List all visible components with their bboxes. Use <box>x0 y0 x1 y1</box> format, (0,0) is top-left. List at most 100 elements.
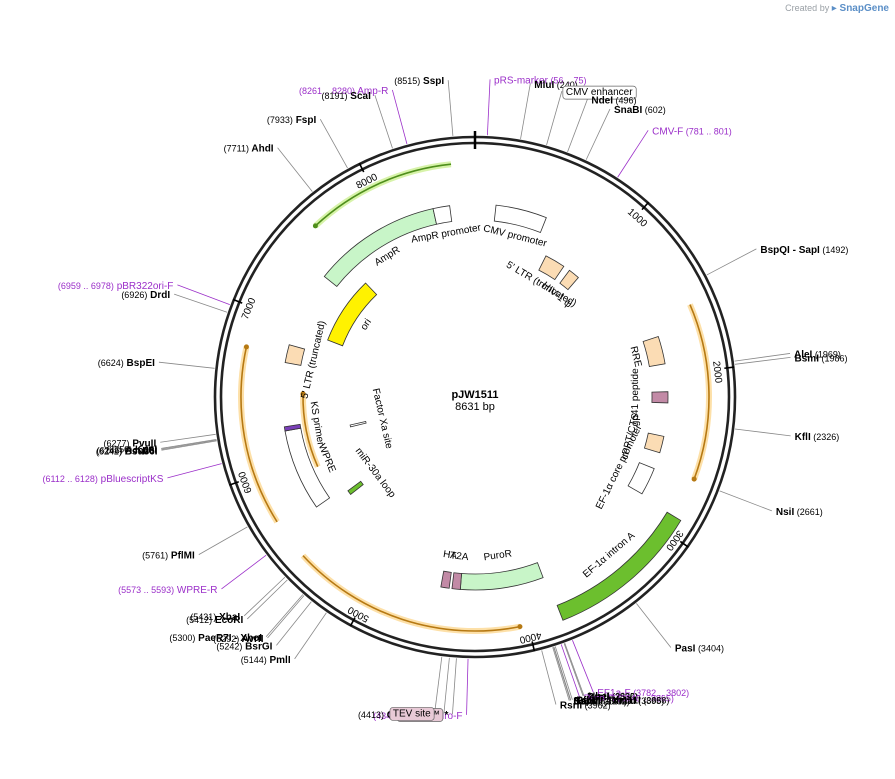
kfl-site-label[interactable]: KflI (2326) <box>795 432 840 443</box>
ahd-site-label[interactable]: (7711) AhdI <box>224 144 274 155</box>
orange2-arrowhead <box>517 624 523 630</box>
bsrgi-site-label[interactable]: (5242) BsrGI <box>216 641 272 652</box>
drdi-site-label[interactable]: (6926) DrdI <box>121 290 170 301</box>
sma-site-label[interactable]: SmaI (3897) <box>574 696 626 707</box>
ale-site-label[interactable]: AleI (1969) <box>794 349 841 360</box>
bsm-pos: (1986) <box>819 353 848 363</box>
nhe-name: NheI <box>588 692 610 703</box>
t2a-feature[interactable] <box>451 572 462 590</box>
wprer-site-label[interactable]: (5573 .. 5593) WPRE-R <box>118 585 217 596</box>
nhe-site-label[interactable]: NheI (3835) <box>588 692 638 703</box>
plasmid-name: pJW1511 <box>451 389 498 401</box>
bspqi-site-label[interactable]: BspQI - SapI (1492) <box>760 245 848 256</box>
prs-site-label[interactable]: pRS-marker (56 .. 75) <box>494 75 586 86</box>
tick-label: 4000 <box>518 629 543 645</box>
pas-site-label[interactable]: PasI (3404) <box>675 644 724 655</box>
acc65i-site-label[interactable]: (6246) Acc65I <box>97 445 158 456</box>
puror-range: (3846 .. 3865) <box>615 693 674 703</box>
nde-leader <box>567 99 588 153</box>
bsu36i-site-label[interactable]: (6242) Bsu36I <box>96 446 158 457</box>
cmvprom-feature[interactable] <box>493 204 547 234</box>
tev-site-label[interactable]: TEV site <box>393 708 431 719</box>
kpni-leader <box>161 438 217 449</box>
nde-site-label[interactable]: NdeI (496) <box>591 96 636 107</box>
fsp-leader <box>319 118 348 169</box>
orange4-band <box>300 393 321 468</box>
fsp-site-label[interactable]: (7933) FspI <box>267 115 317 126</box>
gp41-feature[interactable] <box>651 391 669 404</box>
pbks-leader <box>167 463 222 479</box>
rre-feature[interactable] <box>642 336 666 367</box>
nsi-site-label[interactable]: NsiI (2661) <box>776 507 823 518</box>
bmt-site-label[interactable]: BmtI (3839) <box>587 692 638 703</box>
ha-feature[interactable] <box>440 570 452 589</box>
bsm-site-label[interactable]: BsmI (1986) <box>795 353 848 364</box>
xbai-site-label[interactable]: (5431) XbaI <box>190 612 240 623</box>
t2a-label: T2A <box>450 550 470 563</box>
ampr-feature[interactable] <box>323 208 438 288</box>
pflmi-leader <box>198 526 248 555</box>
ef1core-feature[interactable] <box>627 462 655 495</box>
puror-site-label[interactable]: Puro-R (3846 .. 3865) <box>584 693 674 704</box>
orange3-line <box>240 346 278 523</box>
cppt-feature[interactable] <box>643 432 665 454</box>
kpni-site-label[interactable]: (6250) KpnI <box>106 444 157 455</box>
sna-site-label[interactable]: SnaBI (602) <box>614 105 666 116</box>
acc65i-pos: (6246) <box>97 445 123 455</box>
rsrii-leader <box>541 650 557 705</box>
pml-site-label[interactable]: (5144) PmlI <box>241 655 291 666</box>
mlu-site-label[interactable]: MluI (240) <box>534 80 578 91</box>
pml-pos: (5144) <box>241 655 267 665</box>
rre-label: RRE <box>628 345 644 368</box>
avrii-name: AvrII <box>239 634 263 645</box>
ltr5t-feature[interactable] <box>538 255 565 281</box>
tspmi-site-label[interactable]: TspMI - XmaI (3895) <box>575 696 664 707</box>
hiv-feature[interactable] <box>559 269 579 291</box>
ltr5b-feature[interactable] <box>284 344 306 366</box>
puro-feature[interactable] <box>459 562 544 591</box>
pvuii-name: PvuII <box>130 438 157 449</box>
drdi-name: DrdI <box>147 290 170 301</box>
pvuii-leader <box>160 433 216 443</box>
ksprimer-feature[interactable] <box>283 423 302 432</box>
amprprom-feature[interactable] <box>432 205 453 225</box>
paer7i-site-label[interactable]: (5300) PaeR7I - XhoI <box>169 633 262 644</box>
nsi-pos: (2661) <box>794 507 823 517</box>
ampr-p-site-label[interactable]: (8261 .. 8280) Amp-R <box>299 86 388 97</box>
ori-feature[interactable] <box>327 282 378 347</box>
factorxa-feature[interactable] <box>349 421 367 428</box>
tick-mark <box>531 641 536 652</box>
pbr-site-label[interactable]: (6959 .. 6978) pBR322ori-F <box>58 281 174 292</box>
tspmi-extra: - XmaI <box>603 696 636 707</box>
pvuii-site-label[interactable]: (6277) PvuII <box>104 438 157 449</box>
bspei-site-label[interactable]: (6624) BspEI <box>98 358 155 369</box>
pflfi-site-label[interactable]: PflFI - Tth111I (3888) <box>576 696 669 707</box>
avrii-leader <box>267 595 305 639</box>
cmve-site-label[interactable]: CMV enhancer <box>566 87 633 98</box>
bsm-name: BsmI <box>795 353 820 364</box>
sca-name: ScaI <box>348 91 372 102</box>
orange1-line <box>689 304 710 480</box>
rsrii-name: RsrII <box>560 701 582 712</box>
pbks-site-label[interactable]: (6112 .. 6128) pBluescriptKS <box>42 474 163 485</box>
pflmi-name: PflMI <box>168 551 195 562</box>
tick-label: 7000 <box>240 296 259 321</box>
cmvf-site-label[interactable]: CMV-F (781 .. 801) <box>652 126 732 137</box>
pflmi-site-label[interactable]: (5761) PflMI <box>142 551 195 562</box>
rsrii-site-label[interactable]: RsrII (3962) <box>560 701 611 712</box>
avrii-site-label[interactable]: (5292) AvrII <box>213 634 264 645</box>
mir30a-feature[interactable] <box>347 480 364 496</box>
tick-label: 2000 <box>710 360 724 384</box>
sca-site-label[interactable]: (8191) ScaI <box>321 91 371 102</box>
ef1intron-feature[interactable] <box>556 511 682 621</box>
xbai-name: XbaI <box>216 612 240 623</box>
ef1af-site-label[interactable]: EF1a-F (3782 .. 3802) <box>597 688 689 699</box>
ecori-site-label[interactable]: (5412) EcoRI <box>186 615 243 626</box>
ssp-site-label[interactable]: (8515) SspI <box>394 76 444 87</box>
bsiwi-site-label[interactable]: BsiWI (3902) <box>573 697 629 708</box>
orange4-arrowhead <box>300 391 306 397</box>
paer7i-pos: (5300) <box>169 633 195 643</box>
wpre-label: WPRE <box>316 442 338 474</box>
green1-band <box>313 161 452 229</box>
